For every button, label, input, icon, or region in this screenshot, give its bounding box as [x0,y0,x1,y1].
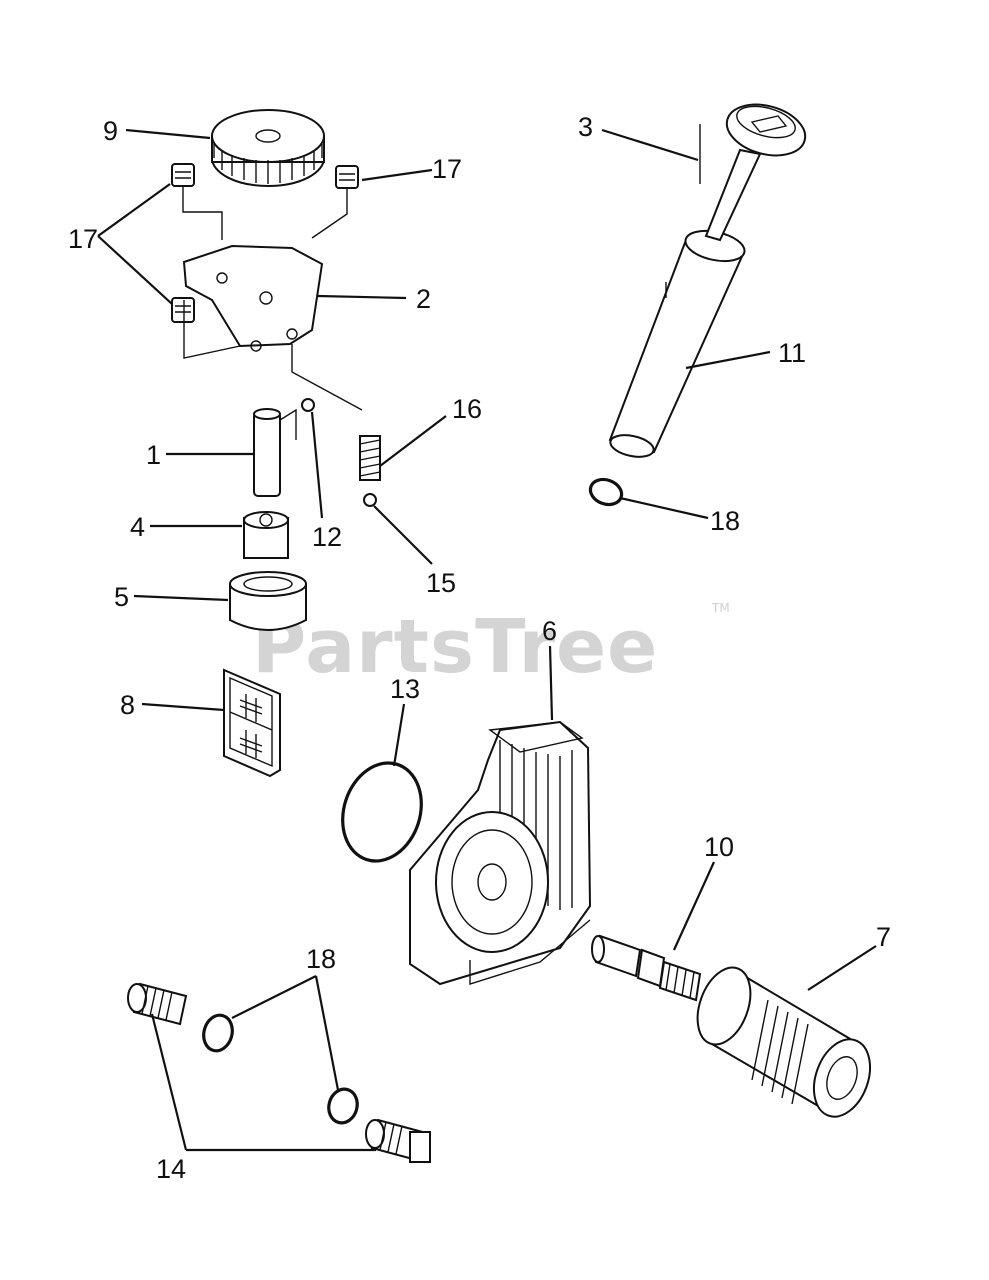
callout-3: 3 [578,112,593,142]
callout-11: 11 [778,338,806,368]
callout-9: 9 [103,116,118,146]
callout-16: 16 [452,394,482,424]
watermark-trademark: TM [711,601,730,615]
part-2-plate[interactable] [182,244,363,411]
part-4-inner-rotor[interactable] [243,511,289,559]
callout-17-right: 17 [432,154,462,184]
part-10-nipple[interactable] [591,934,702,1002]
callout-17-left: 17 [68,224,98,254]
callout-18-top: 18 [710,506,740,536]
part-12-pin[interactable] [301,398,315,412]
callout-6: 6 [542,616,557,646]
callout-12: 12 [312,522,342,552]
part-11-dipstick-tube[interactable] [608,226,747,460]
part-8-screen[interactable] [223,668,281,778]
part-14-plug-right[interactable] [365,1118,432,1164]
callout-2: 2 [416,284,431,314]
callout-4: 4 [130,512,145,542]
part-17-bolt-left-bottom[interactable] [171,297,195,323]
part-1-pin[interactable] [253,408,297,497]
callout-15: 15 [426,568,456,598]
callout-5: 5 [114,582,129,612]
part-14-plug-left[interactable] [127,982,188,1026]
part-6-housing[interactable] [409,720,592,986]
part-13-o-ring[interactable] [330,753,433,872]
part-3-dipstick[interactable] [699,96,811,242]
part-17-bolt-right[interactable] [311,165,359,239]
callout-7: 7 [876,922,891,952]
callout-13: 13 [390,674,420,704]
leader-lines [97,128,877,1152]
part-15-ball[interactable] [363,493,377,507]
callout-1: 1 [146,440,161,470]
part-18-o-ring-right[interactable] [325,1086,361,1126]
callout-labels: 9 17 17 2 3 11 16 1 12 18 4 15 5 6 13 8 … [68,112,891,1184]
part-18-o-ring-left[interactable] [200,1012,236,1054]
watermark-text: PartsTree [252,604,658,690]
callout-10: 10 [704,832,734,862]
part-17-bolt-left-top[interactable] [171,163,223,240]
part-16-spring[interactable] [359,435,381,481]
part-9-gear[interactable] [211,109,325,187]
callout-18-bottom: 18 [306,944,336,974]
callout-8: 8 [120,690,135,720]
part-7-oil-filter[interactable] [688,960,880,1124]
part-18-o-ring-top[interactable] [587,475,625,508]
part-5-outer-rotor[interactable] [229,571,307,631]
callout-14: 14 [156,1154,186,1184]
